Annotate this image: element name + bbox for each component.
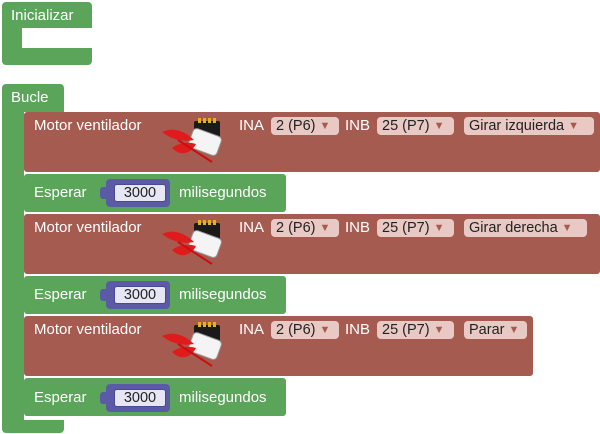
ina-label-3: INA — [239, 321, 265, 338]
motor-label-1: Motor ventilador — [34, 117, 142, 134]
dropdown-arrow-icon: ▼ — [508, 324, 520, 336]
dropdown-arrow-icon: ▼ — [319, 222, 331, 234]
action-value-1: Girar izquierda — [469, 118, 565, 134]
wait-label-2: Esperar — [34, 286, 87, 303]
ina-value-2: 2 (P6) — [276, 220, 316, 236]
ina-dropdown-1[interactable]: 2 (P6)▼ — [271, 117, 339, 135]
action-value-2: Girar derecha — [469, 220, 558, 236]
ina-value-1: 2 (P6) — [276, 118, 316, 134]
wait-label-3: Esperar — [34, 389, 87, 406]
dropdown-arrow-icon: ▼ — [561, 222, 573, 234]
ina-value-3: 2 (P6) — [276, 322, 316, 338]
ina-dropdown-2[interactable]: 2 (P6)▼ — [271, 219, 339, 237]
dropdown-arrow-icon: ▼ — [568, 120, 579, 132]
inb-label-1: INB — [345, 117, 371, 134]
number-block-3[interactable]: 3000 — [100, 384, 170, 412]
ina-label-2: INA — [239, 219, 265, 236]
fan-module-icon — [162, 220, 222, 265]
setup-block[interactable]: Inicializar — [0, 0, 93, 66]
inb-value-1: 25 (P7) — [382, 118, 430, 134]
number-block-1[interactable]: 3000 — [100, 179, 170, 207]
fan-module-icon — [162, 322, 222, 367]
dropdown-arrow-icon: ▼ — [433, 324, 445, 336]
inb-value-2: 25 (P7) — [382, 220, 430, 236]
loop-label: Bucle — [11, 89, 49, 106]
ina-dropdown-3[interactable]: 2 (P6)▼ — [271, 321, 339, 339]
wait-unit-1: milisegundos — [179, 184, 267, 201]
ina-label-1: INA — [239, 117, 265, 134]
wait-label-1: Esperar — [34, 184, 87, 201]
inb-dropdown-3[interactable]: 25 (P7)▼ — [377, 321, 454, 339]
number-input-3[interactable]: 3000 — [114, 389, 166, 407]
inb-label-3: INB — [345, 321, 371, 338]
loop-block[interactable]: Bucle — [0, 84, 70, 434]
motor-label-3: Motor ventilador — [34, 321, 142, 338]
dropdown-arrow-icon: ▼ — [319, 324, 331, 336]
action-dropdown-1[interactable]: Girar izquierda▼ — [464, 117, 594, 135]
inb-dropdown-1[interactable]: 25 (P7)▼ — [377, 117, 454, 135]
setup-label: Inicializar — [11, 7, 74, 24]
inb-label-2: INB — [345, 219, 371, 236]
dropdown-arrow-icon: ▼ — [319, 120, 331, 132]
dropdown-arrow-icon: ▼ — [433, 120, 445, 132]
action-value-3: Parar — [469, 322, 505, 338]
fan-module-icon — [162, 118, 222, 163]
number-block-2[interactable]: 3000 — [100, 281, 170, 309]
wait-unit-3: milisegundos — [179, 389, 267, 406]
number-input-1[interactable]: 3000 — [114, 184, 166, 202]
inb-dropdown-2[interactable]: 25 (P7)▼ — [377, 219, 454, 237]
motor-label-2: Motor ventilador — [34, 219, 142, 236]
action-dropdown-2[interactable]: Girar derecha▼ — [464, 219, 587, 237]
action-dropdown-3[interactable]: Parar▼ — [464, 321, 527, 339]
number-input-2[interactable]: 3000 — [114, 286, 166, 304]
dropdown-arrow-icon: ▼ — [433, 222, 445, 234]
inb-value-3: 25 (P7) — [382, 322, 430, 338]
wait-unit-2: milisegundos — [179, 286, 267, 303]
